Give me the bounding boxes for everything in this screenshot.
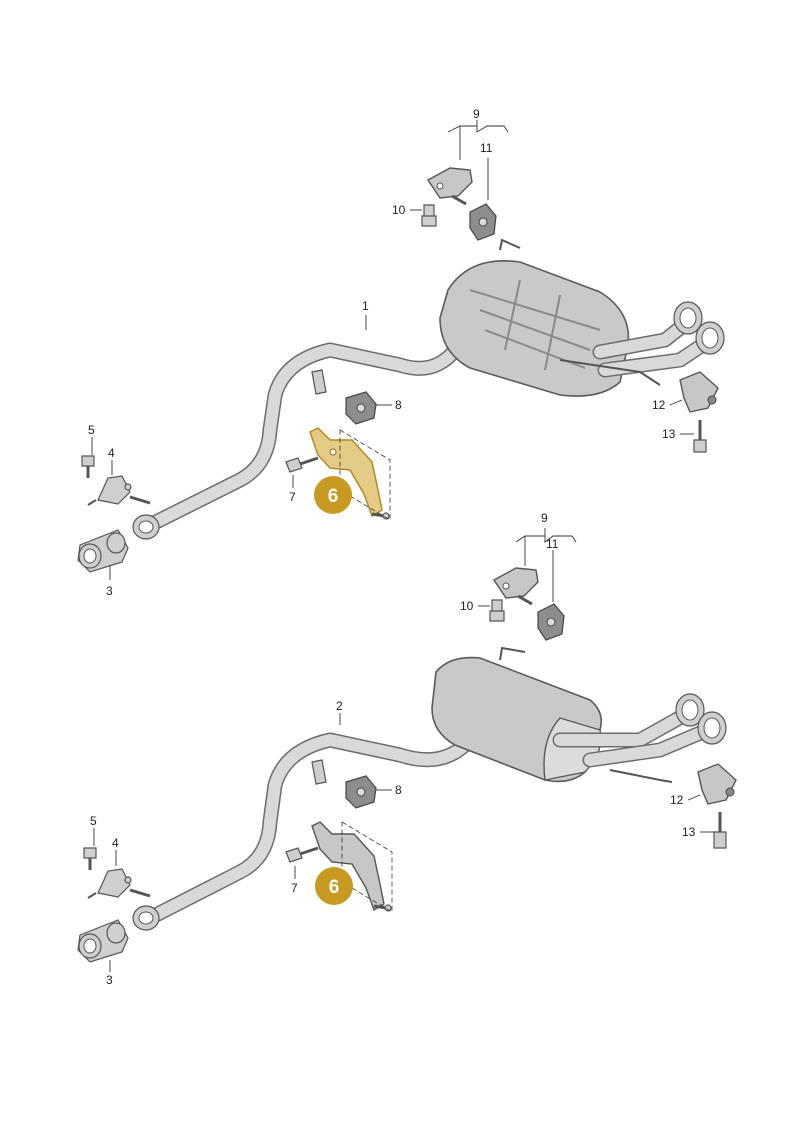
lower-exhaust-pipe [142, 732, 473, 926]
upper-label-5: 5 [88, 423, 95, 437]
upper-bolt-part-5 [81, 455, 95, 478]
upper-callout-label-6: 6 [328, 486, 339, 507]
lower-clamp-part-3 [77, 919, 129, 963]
lower-bolt-part-10 [489, 599, 505, 622]
lower-rubber-mount-part-11 [537, 603, 565, 641]
lower-bracket-part-6 [311, 821, 392, 912]
lower-bracket-dash-box [341, 821, 393, 913]
upper-hanger-part-9 [426, 167, 473, 206]
upper-bolt-part-10 [421, 204, 437, 227]
lower-label-7: 7 [291, 881, 298, 895]
lower-label-13: 13 [682, 825, 696, 839]
upper-pipe-flange [132, 514, 160, 540]
lower-pipe-flange [132, 905, 160, 931]
upper-bracket-dash-box [339, 429, 391, 521]
lower-bracket-part-12 [697, 763, 737, 805]
upper-label-12: 12 [652, 398, 666, 412]
lower-label-2: 2 [336, 699, 343, 713]
lower-rear-silencer [431, 646, 727, 783]
lower-label-5: 5 [90, 814, 97, 828]
lower-bolt-part-5 [83, 847, 97, 870]
upper-rubber-mount-part-11 [469, 203, 497, 241]
lower-callout-part-6: 6 [315, 867, 353, 905]
upper-exhaust-pipe [142, 332, 470, 533]
lower-bolt-part-7 [285, 846, 319, 863]
upper-leader-lines [91, 120, 694, 580]
lower-label-9: 9 [541, 511, 548, 525]
lower-assembly: 2 3 4 5 7 8 9 10 11 12 13 6 [77, 511, 737, 987]
upper-callout-part-6: 6 [314, 476, 352, 514]
lower-label-4: 4 [112, 836, 119, 850]
upper-assembly: 1 3 4 5 7 8 9 10 11 12 13 6 [77, 107, 725, 598]
lower-hanger-part-9 [492, 567, 539, 606]
upper-bracket-part-6 [309, 427, 390, 520]
lower-label-8: 8 [395, 783, 402, 797]
lower-callout-label-6: 6 [329, 877, 340, 898]
upper-label-1: 1 [362, 299, 369, 313]
upper-label-13: 13 [662, 427, 676, 441]
lower-label-11: 11 [546, 537, 559, 551]
upper-label-7: 7 [289, 490, 296, 504]
upper-bracket-part-4 [87, 475, 151, 506]
upper-label-8: 8 [395, 398, 402, 412]
upper-clamp-part-3 [77, 529, 129, 573]
upper-bolt-part-13 [693, 420, 707, 453]
lower-label-3: 3 [106, 973, 113, 987]
upper-label-4: 4 [108, 446, 115, 460]
upper-rear-silencer [439, 238, 725, 397]
lower-label-12: 12 [670, 793, 684, 807]
upper-bolt-part-7 [285, 456, 319, 473]
lower-rubber-mount-part-8 [345, 775, 377, 809]
upper-label-11: 11 [480, 141, 493, 155]
upper-rubber-mount-part-8 [345, 391, 377, 425]
lower-leader-lines [93, 528, 714, 972]
lower-label-10: 10 [460, 599, 474, 613]
upper-label-3: 3 [106, 584, 113, 598]
lower-bolt-part-13 [713, 812, 727, 849]
upper-label-9: 9 [473, 107, 480, 121]
upper-bracket-part-12 [679, 371, 719, 413]
lower-bracket-part-4 [87, 868, 151, 899]
upper-label-10: 10 [392, 203, 406, 217]
